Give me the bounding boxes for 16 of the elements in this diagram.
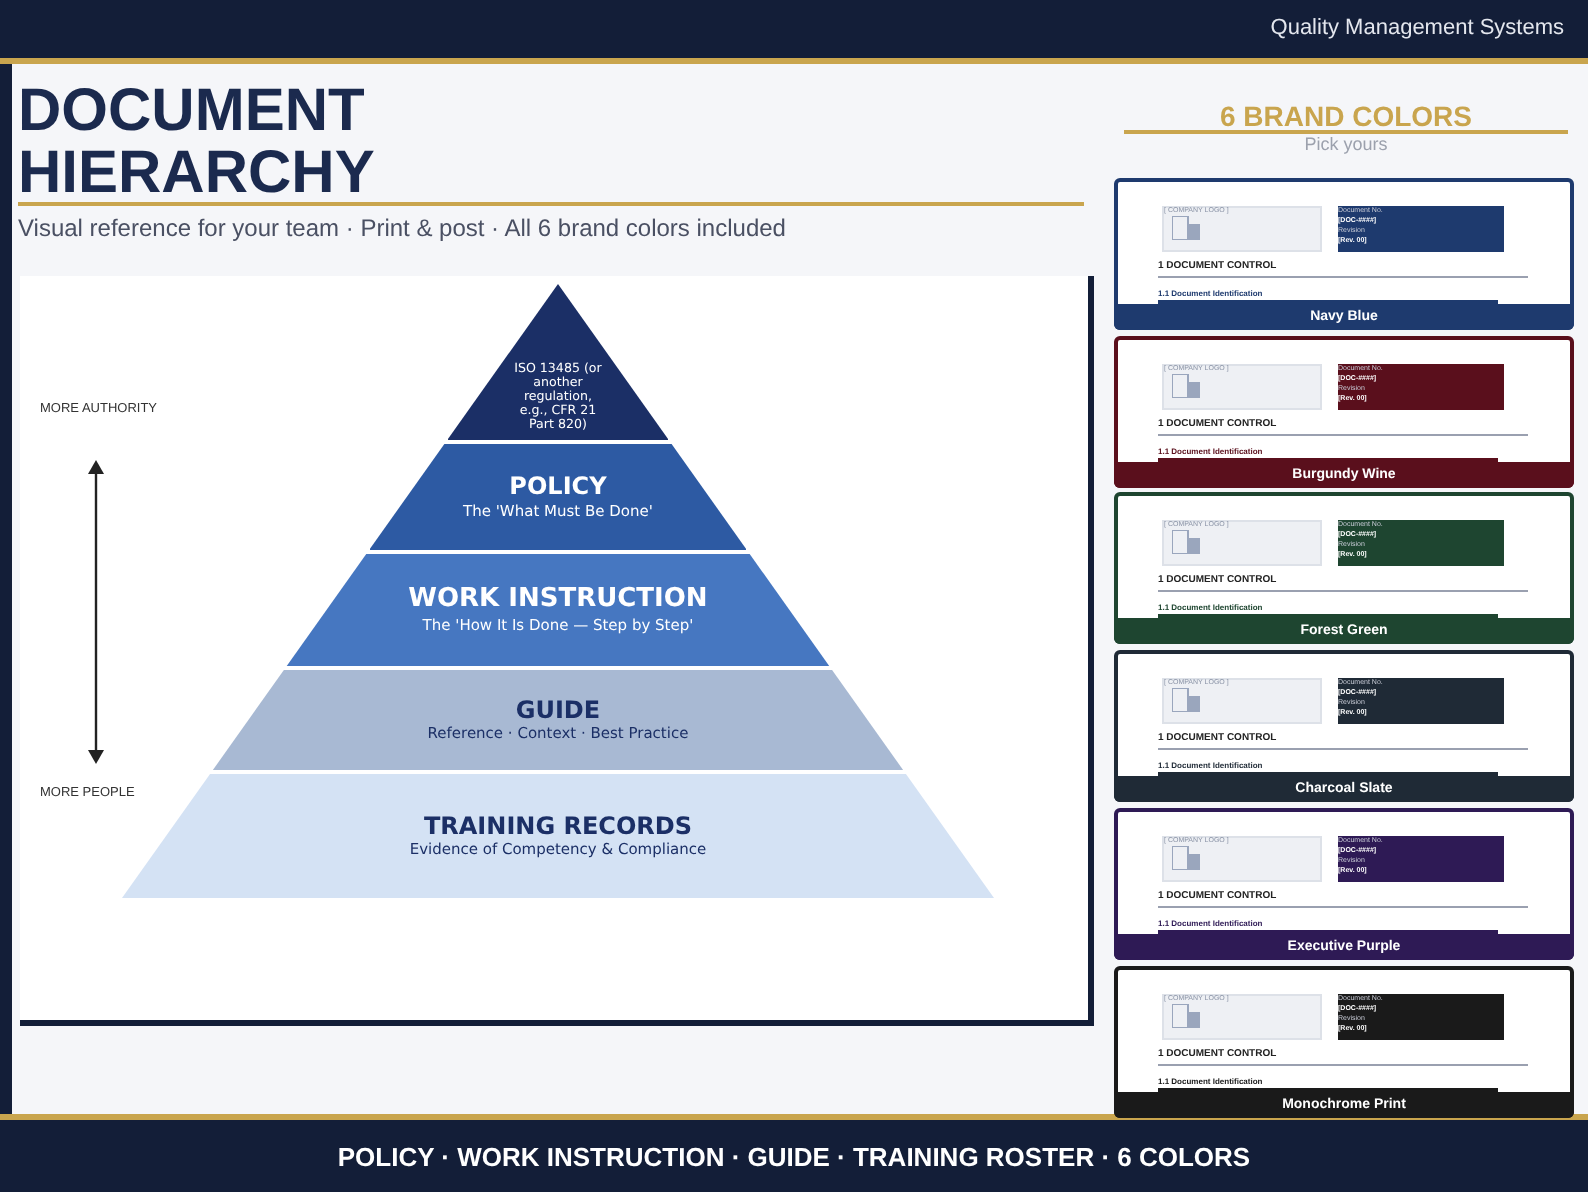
tier-heading: GUIDE: [515, 697, 601, 725]
color-preview-card: [1114, 965, 1574, 1117]
subtitle: Visual reference for your team · Print & post · All 6 brand colors included: [18, 214, 786, 242]
color-preview-card: [1114, 335, 1574, 488]
section-heading: 6 BRAND COLORS: [1217, 100, 1474, 132]
color-preview-card: [1114, 807, 1574, 960]
tier-heading: POLICY: [509, 474, 607, 502]
footer-text: POLICY · WORK INSTRUCTION · GUIDE · TRAINING ROSTER · 6 COLORS: [335, 1142, 1253, 1172]
tier-heading: WORK INSTRUCTION: [408, 586, 708, 616]
section-subheading: Pick yours: [1302, 134, 1390, 154]
tier-heading: TRAINING RECORDS: [423, 813, 693, 841]
color-preview-card: [1114, 492, 1574, 645]
header-text: Quality Management Systems: [1270, 16, 1564, 40]
page-title: DOCUMENT HIERARCHY: [18, 80, 377, 204]
color-preview-card: [1114, 650, 1574, 803]
color-preview-card: [1114, 178, 1574, 330]
